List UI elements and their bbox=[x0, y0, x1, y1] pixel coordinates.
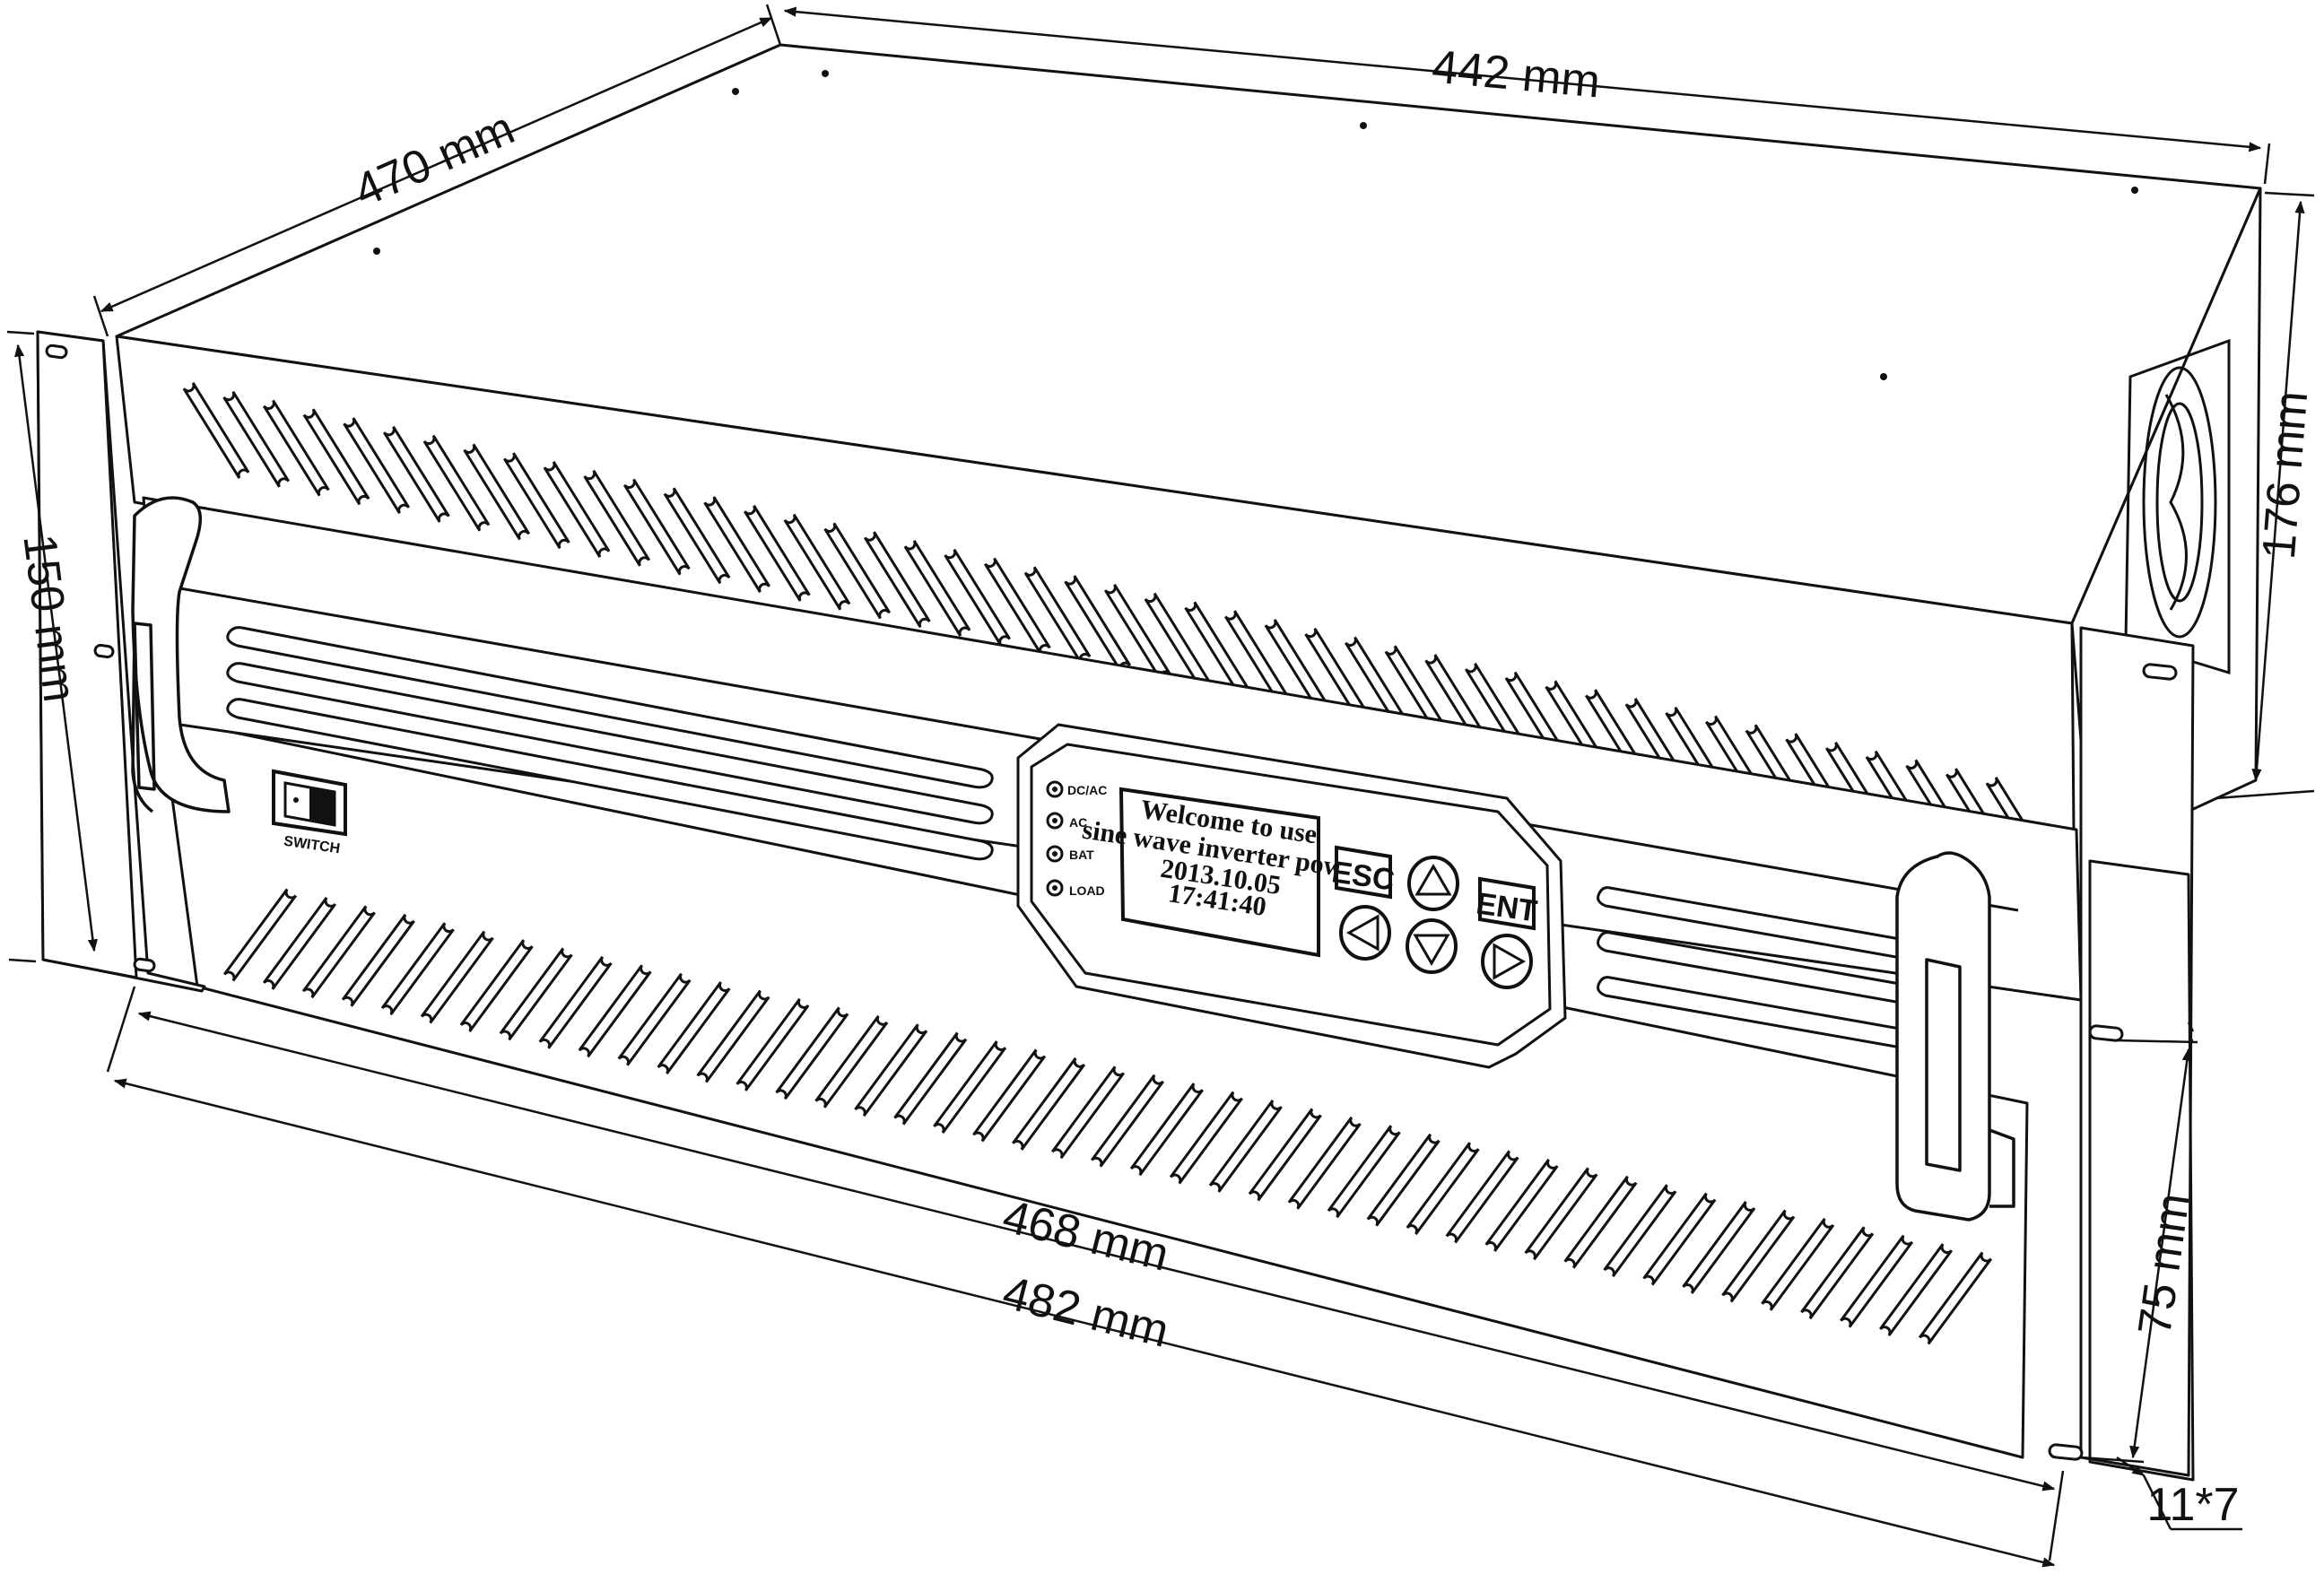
up-arrow-icon bbox=[1414, 864, 1452, 896]
dim-line-width-top bbox=[783, 6, 2262, 152]
dim-label-width-outer: 482 mm bbox=[997, 1266, 1173, 1358]
dim-line-width-outer bbox=[113, 1078, 2056, 1568]
dim-label-height-right: 176 mm bbox=[2253, 389, 2319, 561]
left-arrow-icon bbox=[1345, 914, 1380, 952]
right-arrow-icon bbox=[1493, 943, 1527, 980]
vent-slot bbox=[983, 557, 1051, 655]
ent-button-label: ENT bbox=[1474, 886, 1539, 928]
dimension-lines bbox=[6, 4, 2315, 1568]
lcd-display: Welcome to use sine wave inverter power … bbox=[1081, 787, 1369, 958]
indicator-label-bat: BAT bbox=[1069, 848, 1094, 862]
dim-line-hole-spacing bbox=[2129, 1048, 2192, 1459]
down-arrow-button[interactable] bbox=[1406, 918, 1458, 974]
dim-label-width-top: 442 mm bbox=[1430, 40, 1602, 108]
vent-slot bbox=[863, 531, 931, 629]
dim-line-height-right bbox=[2251, 200, 2305, 782]
vent-slot bbox=[301, 905, 376, 999]
vent-slot bbox=[182, 382, 250, 479]
vent-slot bbox=[343, 417, 411, 515]
vent-slot bbox=[703, 496, 771, 594]
vent-slot bbox=[583, 469, 651, 567]
left-grille-slots bbox=[226, 626, 994, 861]
vent-slot bbox=[543, 461, 611, 558]
up-arrow-button[interactable] bbox=[1407, 856, 1459, 911]
indicator-leds: DC/AC AC BAT LOAD bbox=[1046, 780, 1107, 898]
indicator-load: LOAD bbox=[1046, 879, 1105, 898]
indicator-label-load: LOAD bbox=[1069, 883, 1105, 898]
indicator-label-dcac: DC/AC bbox=[1067, 783, 1107, 797]
esc-button[interactable]: ESC bbox=[1329, 845, 1397, 900]
vent-slot bbox=[222, 390, 291, 488]
indicator-label-ac: AC bbox=[1069, 815, 1087, 830]
indicator-bat: BAT bbox=[1046, 845, 1094, 863]
vent-slot bbox=[422, 434, 491, 532]
ent-button[interactable]: ENT bbox=[1474, 876, 1539, 931]
indicator-dcac: DC/AC bbox=[1046, 780, 1107, 798]
vent-slot bbox=[783, 513, 851, 611]
vent-slot bbox=[382, 425, 450, 523]
indicator-ac: AC bbox=[1046, 812, 1087, 830]
dim-leader-hole-size bbox=[2116, 1456, 2146, 1477]
down-arrow-icon bbox=[1413, 934, 1450, 966]
dim-line-depth bbox=[100, 16, 773, 313]
vent-slot bbox=[743, 504, 811, 602]
power-switch[interactable]: SWITCH bbox=[272, 769, 347, 857]
right-arrow-button[interactable] bbox=[1481, 934, 1533, 989]
left-arrow-button[interactable] bbox=[1339, 905, 1391, 961]
dim-line-height-left bbox=[14, 343, 98, 952]
side-fan bbox=[2124, 338, 2231, 675]
vent-slot bbox=[262, 896, 336, 990]
vent-slot bbox=[341, 913, 415, 1007]
dim-label-hole-size: 11*7 bbox=[2146, 1479, 2239, 1531]
left-handle[interactable] bbox=[131, 496, 231, 813]
vent-slot bbox=[380, 922, 455, 1016]
